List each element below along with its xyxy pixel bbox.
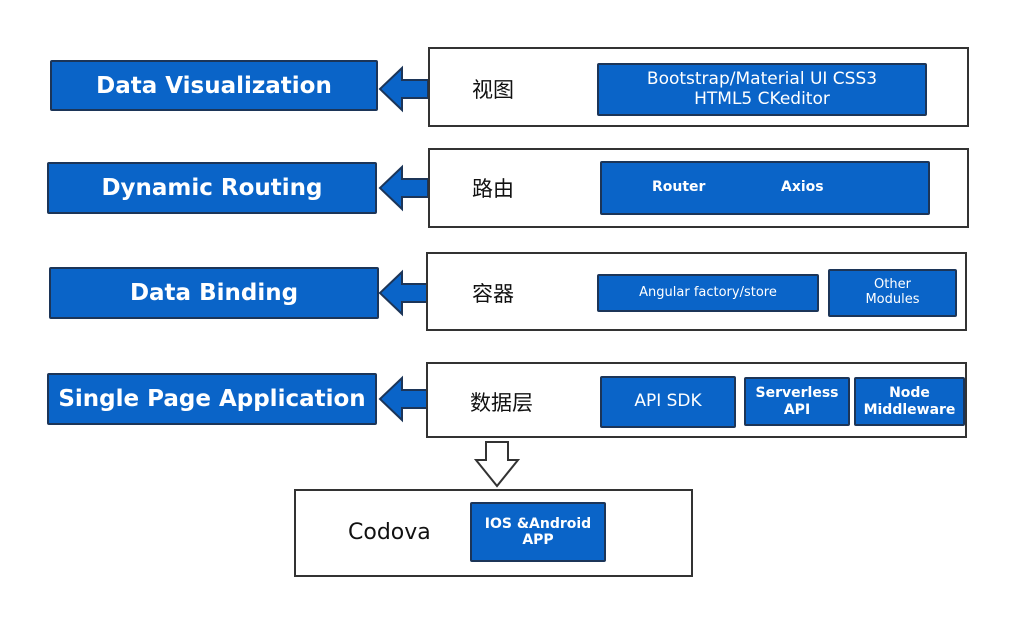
- chip-node-middleware: Node Middleware: [854, 377, 965, 426]
- left-arrow-icon: [378, 65, 429, 113]
- chip-angular-factory-store: Angular factory/store: [597, 274, 819, 312]
- label-data-visualization: Data Visualization: [50, 60, 378, 111]
- chip-ios-android-app: IOS &Android APP: [470, 502, 606, 562]
- chip-api-sdk: API SDK: [600, 376, 736, 428]
- layer-title-container: 容器: [472, 282, 514, 306]
- layer-title-data: 数据层: [470, 391, 533, 415]
- codova-title: Codova: [348, 519, 431, 545]
- chip-router-axios: Router Axios: [600, 161, 930, 215]
- chip-router: Router: [652, 179, 706, 195]
- chip-other-modules: Other Modules: [828, 269, 957, 317]
- left-arrow-icon: [378, 164, 429, 212]
- left-arrow-icon: [378, 269, 429, 317]
- chip-bootstrap-material-css3-html5-ckeditor: Bootstrap/Material UI CSS3 HTML5 CKedito…: [597, 63, 927, 116]
- layer-title-routing: 路由: [472, 177, 514, 201]
- label-data-binding: Data Binding: [49, 267, 379, 319]
- label-dynamic-routing: Dynamic Routing: [47, 162, 377, 214]
- down-arrow-icon: [473, 441, 521, 488]
- chip-serverless-api: Serverless API: [744, 377, 850, 426]
- left-arrow-icon: [378, 375, 429, 423]
- chip-axios: Axios: [781, 179, 824, 195]
- label-single-page-application: Single Page Application: [47, 373, 377, 425]
- layer-title-view: 视图: [472, 78, 514, 102]
